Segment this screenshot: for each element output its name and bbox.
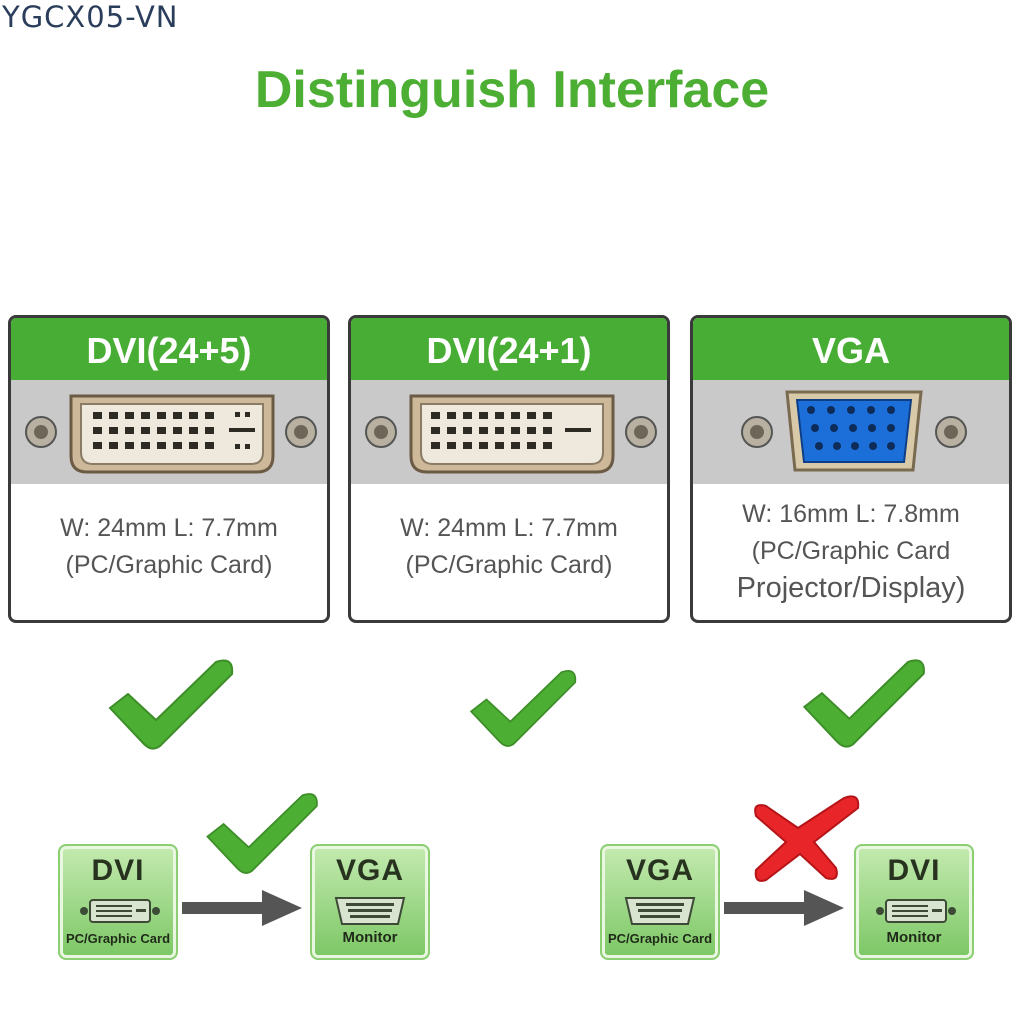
card-description: W: 24mm L: 7.7mm (PC/Graphic Card) — [11, 484, 327, 584]
source-box-vga: VGA PC/Graphic Card — [600, 844, 720, 960]
dvi-24-1-connector-icon — [365, 394, 657, 474]
target-box-dvi: DVI Monitor — [854, 844, 974, 960]
card-description: W: 24mm L: 7.7mm (PC/Graphic Card) — [351, 484, 667, 584]
vga-mini-icon — [334, 897, 406, 925]
source-caption: PC/Graphic Card — [607, 931, 713, 946]
connector-band — [11, 380, 327, 484]
connector-band — [351, 380, 667, 484]
card-dimensions: W: 16mm L: 7.8mm — [742, 500, 960, 528]
target-caption: Monitor — [886, 929, 942, 946]
card-title: DVI(24+1) — [351, 318, 667, 380]
source-label: DVI — [91, 854, 145, 887]
card-title: DVI(24+5) — [11, 318, 327, 380]
target-caption: Monitor — [342, 929, 398, 946]
check-icon — [469, 670, 577, 747]
target-label: DVI — [887, 854, 941, 887]
dvi-mini-icon — [80, 899, 160, 923]
card-usage: (PC/Graphic Card — [751, 537, 951, 565]
check-icon — [108, 659, 234, 750]
source-label: VGA — [625, 854, 694, 887]
vga-connector-icon — [741, 390, 967, 472]
unsupported-cross-icon — [754, 795, 860, 882]
card-vga: VGA W: 16mm L: 7.8mm (PC/Graphic Card Pr… — [690, 315, 1012, 623]
card-description: W: 16mm L: 7.8mm (PC/Graphic Card Projec… — [693, 484, 1009, 607]
source-box-dvi: DVI PC/Graphic Card — [58, 844, 178, 960]
watermark: YGCX05-VN — [2, 0, 179, 34]
vga-mini-icon — [624, 897, 696, 925]
card-usage: (PC/Graphic Card) — [65, 551, 273, 579]
card-dvi-24-1: DVI(24+1) W: 24mm L: 7.7mm (PC/Graphic C… — [348, 315, 670, 623]
card-title: VGA — [693, 318, 1009, 380]
card-usage-extra: Projector/Display) — [736, 572, 966, 604]
arrow-right-icon — [182, 890, 302, 926]
page-title: Distinguish Interface — [254, 61, 770, 119]
source-caption: PC/Graphic Card — [65, 931, 171, 946]
dvi-24-5-connector-icon — [25, 394, 317, 474]
target-box-vga: VGA Monitor — [310, 844, 430, 960]
target-label: VGA — [335, 854, 404, 887]
dvi-mini-icon — [876, 899, 956, 923]
card-dvi-24-5: DVI(24+5) W: 24mm L: 7.7mm (PC/Graphic C… — [8, 315, 330, 623]
card-dimensions: W: 24mm L: 7.7mm — [400, 514, 618, 542]
connector-band — [693, 380, 1009, 484]
arrow-right-icon — [724, 890, 844, 926]
supported-check-icon — [206, 793, 318, 874]
card-usage: (PC/Graphic Card) — [405, 551, 613, 579]
card-dimensions: W: 24mm L: 7.7mm — [60, 514, 278, 542]
check-icon — [802, 659, 925, 748]
